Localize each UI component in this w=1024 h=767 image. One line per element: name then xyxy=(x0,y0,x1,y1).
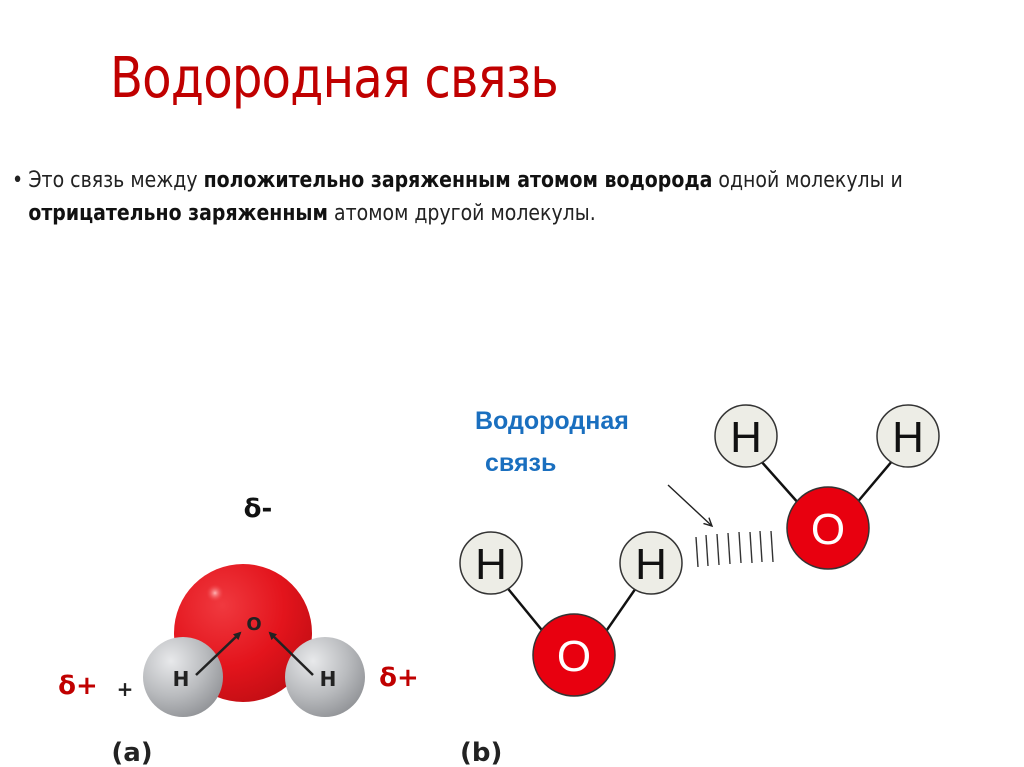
highlight xyxy=(206,584,224,602)
arrow-icon xyxy=(268,631,314,676)
hydrogen-atom-left xyxy=(143,637,223,717)
hbond-label-line1: Водородная xyxy=(475,407,629,435)
hydrogen-label: H xyxy=(730,413,762,462)
definition-text: Это связь между положительно заряженным … xyxy=(28,164,991,230)
arrow-icon xyxy=(195,631,242,676)
oxygen-label: O xyxy=(246,614,261,635)
text-part: Это связь между xyxy=(28,168,204,193)
text-part: одной молекулы и xyxy=(712,168,903,193)
hydrogen-label: H xyxy=(475,540,507,589)
text-part-bold: отрицательно заряженным xyxy=(28,201,329,226)
text-part-bold: положительно заряженным атомом водорода xyxy=(203,168,713,193)
text-part: атомом другой молекулы. xyxy=(328,201,596,226)
figure-b: Водородная связь H H O H H O (b) xyxy=(459,404,940,767)
delta-plus-right-label: δ+ xyxy=(379,663,419,693)
slide-title: Водородная связь xyxy=(110,46,559,111)
hydrogen-label: H xyxy=(892,413,924,462)
bullet-marker: • xyxy=(12,168,24,193)
bond-line xyxy=(854,459,894,506)
pointer-arrow-icon xyxy=(667,484,712,526)
hydrogen-bond-hash xyxy=(695,530,774,568)
hydrogen-label: H xyxy=(635,540,667,589)
oxygen-atom xyxy=(532,613,616,697)
delta-plus-left-label: δ+ xyxy=(58,671,98,701)
hydrogen-atom-right xyxy=(285,637,365,717)
caption-b: (b) xyxy=(460,738,502,767)
plus-sign: + xyxy=(117,677,134,701)
hydrogen-atom xyxy=(876,404,940,468)
oxygen-atom xyxy=(786,486,870,570)
figure-a: δ- O H H δ+ + δ+ (a) xyxy=(58,494,419,767)
oxygen-label: O xyxy=(811,505,845,554)
hydrogen-left-label: H xyxy=(173,667,190,691)
hydrogen-atom xyxy=(714,404,778,468)
caption-a: (a) xyxy=(111,738,152,767)
hydrogen-atom xyxy=(619,531,683,595)
delta-minus-label: δ- xyxy=(244,494,273,524)
hydrogen-atom xyxy=(459,531,523,595)
hbond-label-line2: связь xyxy=(485,449,556,477)
definition-bullet: • Это связь между положительно заряженны… xyxy=(12,164,903,230)
hydrogen-right-label: H xyxy=(320,667,337,691)
bond-line xyxy=(759,459,801,506)
oxygen-label: O xyxy=(557,632,591,681)
